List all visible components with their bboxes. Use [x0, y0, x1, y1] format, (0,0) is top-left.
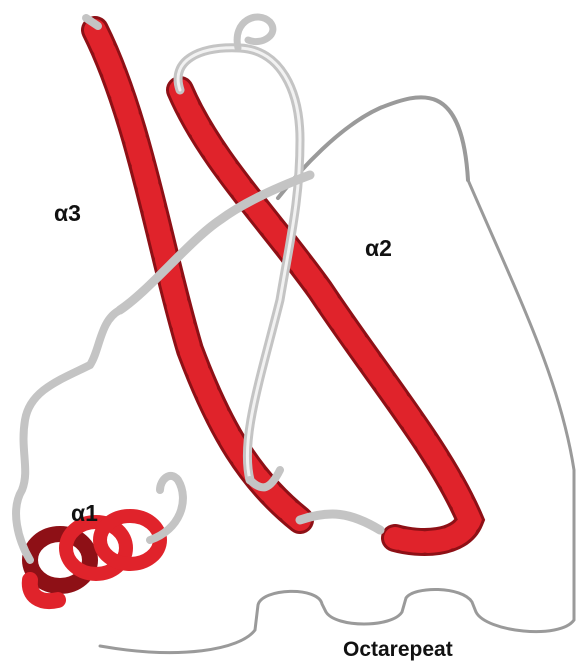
helix-alpha2-label: α2 — [365, 235, 392, 262]
helix-a2-ribbon — [180, 90, 470, 542]
helix-alpha1-label: α1 — [71, 500, 98, 527]
helix-a2-body — [180, 90, 470, 542]
upper-tail-line — [278, 97, 468, 198]
helix-a1-ribbon — [30, 516, 160, 601]
loop-top-curl — [237, 17, 273, 48]
helix-alpha3-label: α3 — [54, 200, 81, 227]
octarepeat-label: Octarepeat — [343, 638, 453, 662]
